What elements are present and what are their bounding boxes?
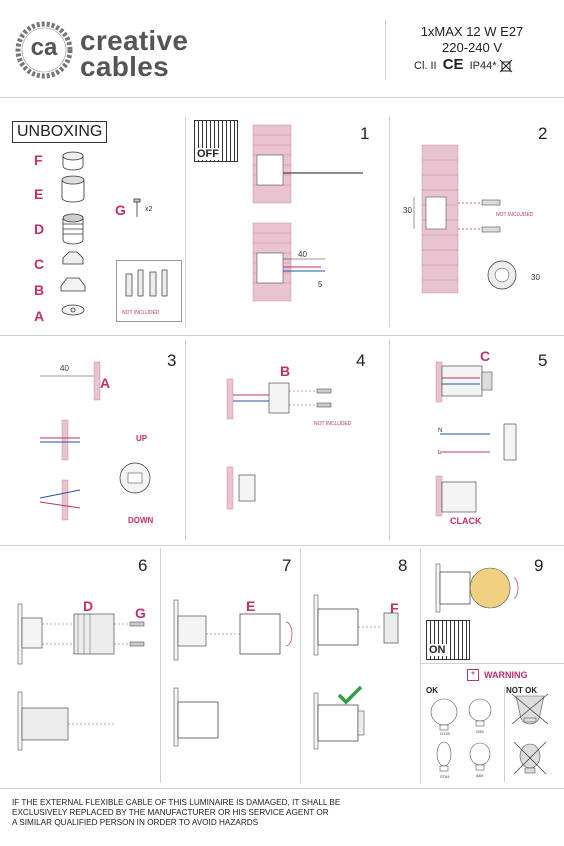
footer-line-2: EXCLUSIVELY REPLACED BY THE MANUFACTURER…: [12, 808, 329, 817]
part-label-d: D: [34, 221, 45, 237]
footer-line-1: IF THE EXTERNAL FLEXIBLE CABLE OF THIS L…: [12, 798, 341, 807]
step-1-number: 1: [360, 124, 370, 143]
step-5-number: 5: [538, 351, 548, 370]
step-8-part-f: F: [390, 600, 399, 616]
step-5-clack-label: CLACK: [450, 516, 482, 526]
part-label-b: B: [34, 282, 45, 298]
spec-certifications: Cl. II CE IP44*: [414, 56, 544, 73]
step-3-wires-drawing: [39, 361, 151, 521]
step-6-number: 6: [138, 556, 148, 575]
wall-plugs-icon: [125, 269, 168, 297]
step-2-dim-30-base: 30: [531, 273, 540, 282]
step-7-number: 7: [282, 556, 292, 575]
screw-quantity: x2: [145, 206, 153, 213]
step-8-ring-drawing: [313, 594, 399, 750]
step-2-number: 2: [538, 124, 548, 143]
screw-label-g: G: [115, 202, 126, 218]
step-6-part-g: G: [135, 605, 146, 621]
logo-rope-ring: [15, 21, 73, 79]
step-5-part-c: C: [480, 348, 491, 364]
step-7-shade-drawing: [173, 599, 293, 747]
spec-voltage: 220-240 V: [442, 40, 502, 55]
step-4-part-b: B: [280, 363, 291, 379]
step-4-not-included: NOT INCLUDED: [314, 421, 352, 427]
step-5-terminal-drawing: [435, 361, 517, 517]
brand-line-1: creative: [80, 25, 189, 56]
green-check-icon: [337, 685, 363, 705]
bulb-g95: G95: [476, 729, 484, 734]
warning-not-ok-label: NOT OK: [506, 686, 538, 695]
step-5-n-label: N: [438, 428, 443, 434]
brand-name: creative cables: [80, 25, 189, 82]
header-divider: [385, 20, 386, 80]
step-1-wall-drawing: [252, 124, 363, 302]
part-label-f: F: [34, 152, 43, 168]
part-label-a: A: [34, 308, 45, 324]
warning-star-badge: *: [467, 669, 479, 681]
weee-bin-icon: [499, 59, 512, 73]
step-9-bulb-drawing: [435, 563, 519, 613]
spec-ip: IP44*: [469, 60, 497, 72]
off-label: OFF: [196, 148, 220, 160]
ce-mark: CE: [442, 56, 464, 73]
warning-title: WARNING: [484, 670, 528, 680]
step-4-number: 4: [356, 351, 366, 370]
step-3-number: 3: [167, 351, 177, 370]
logo-mark: ca: [30, 34, 58, 61]
spec-power: 1xMAX 12 W E27: [420, 24, 524, 39]
bulb-a60: A60: [476, 773, 484, 778]
not-included-label: NOT INCLUDED: [122, 310, 160, 316]
step-6-holder-drawing: [17, 603, 145, 751]
step-5-l-label: L: [438, 450, 442, 456]
on-label: ON: [428, 644, 447, 656]
step-3-part-a: A: [100, 375, 111, 391]
part-label-e: E: [34, 186, 44, 202]
step-3-down-label: DOWN: [128, 516, 154, 525]
step-3-dim-40: 40: [60, 364, 69, 373]
warning-ok-label: OK: [426, 686, 438, 695]
footer-line-3: A SIMILAR QUALIFIED PERSON IN ORDER TO A…: [12, 818, 259, 827]
step-2-wall-drawing: [413, 144, 517, 294]
step-9-number: 9: [534, 556, 544, 575]
part-label-c: C: [34, 256, 45, 272]
step-1-dim-40: 40: [298, 250, 307, 259]
not-ok-bulbs-icons: [511, 693, 549, 775]
step-3-up-label: UP: [136, 434, 148, 443]
brand-line-2: cables: [80, 51, 169, 82]
bulb-st64: ST64: [440, 774, 450, 779]
spec-class: Cl. II: [414, 60, 437, 72]
bulb-g125: G125: [440, 731, 450, 736]
footer-warning-text: IF THE EXTERNAL FLEXIBLE CABLE OF THIS L…: [12, 798, 340, 828]
ok-bulbs-icons: [430, 698, 492, 772]
not-included-box: [116, 260, 182, 322]
step-7-part-e: E: [246, 598, 256, 614]
step-1-dim-5: 5: [318, 280, 323, 289]
unboxing-title: UNBOXING: [12, 121, 108, 143]
step-8-number: 8: [398, 556, 408, 575]
step-6-part-d: D: [83, 598, 94, 614]
screw-icon: [133, 198, 141, 217]
step-2-not-included: NOT INCLUDED: [496, 212, 534, 218]
unboxing-parts-drawing: [60, 151, 86, 316]
step-2-dim-30-vertical: 30: [403, 206, 412, 215]
step-4-bracket-drawing: [226, 378, 332, 510]
